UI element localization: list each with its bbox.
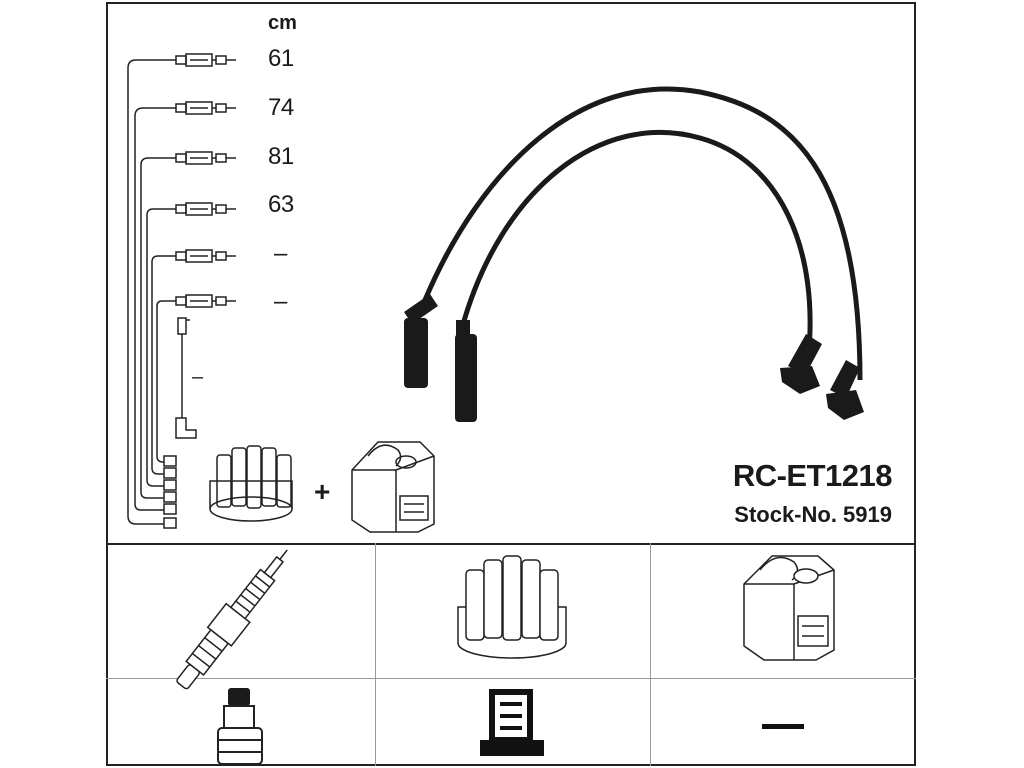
ignition-lead-pair-icon — [404, 86, 864, 422]
length-label-6: – — [274, 288, 287, 315]
product-code: RC-ET1218 — [732, 458, 893, 493]
section-divider — [106, 543, 916, 545]
distributor-cap-icon — [209, 445, 293, 522]
length-label-4: 63 — [268, 191, 294, 218]
lead-connectors — [175, 53, 236, 308]
diagram-frame — [106, 2, 916, 766]
length-label-2: 74 — [268, 94, 294, 121]
coil-connector-right-1 — [780, 334, 822, 394]
plug-boot-left-1 — [404, 294, 438, 388]
stock-number: Stock-No. 5919 — [734, 502, 892, 527]
plug-boot-icon — [217, 688, 263, 765]
column-divider-1 — [375, 543, 376, 766]
coil-connector-right-2 — [826, 360, 864, 420]
no-item-dash — [762, 724, 804, 729]
plus-sign: + — [314, 476, 331, 507]
ignition-coil-large-icon — [743, 555, 835, 661]
distributor-boot-icon — [480, 689, 544, 756]
lead-schematic — [127, 59, 176, 525]
length-label-1: 61 — [268, 45, 294, 72]
length-label-5: – — [274, 240, 287, 267]
coil-lead-length-label: – — [192, 366, 203, 388]
plug-boot-left-2 — [455, 320, 477, 422]
spark-plug-icon — [176, 549, 288, 690]
unit-label: cm — [268, 12, 297, 34]
ignition-coil-icon — [351, 441, 435, 533]
length-label-3: 81 — [268, 143, 294, 170]
coil-lead-icon — [175, 317, 197, 439]
distributor-cap-large-icon — [457, 555, 567, 659]
row-divider — [106, 678, 916, 679]
column-divider-2 — [650, 543, 651, 766]
lead-end-connectors — [163, 455, 177, 529]
